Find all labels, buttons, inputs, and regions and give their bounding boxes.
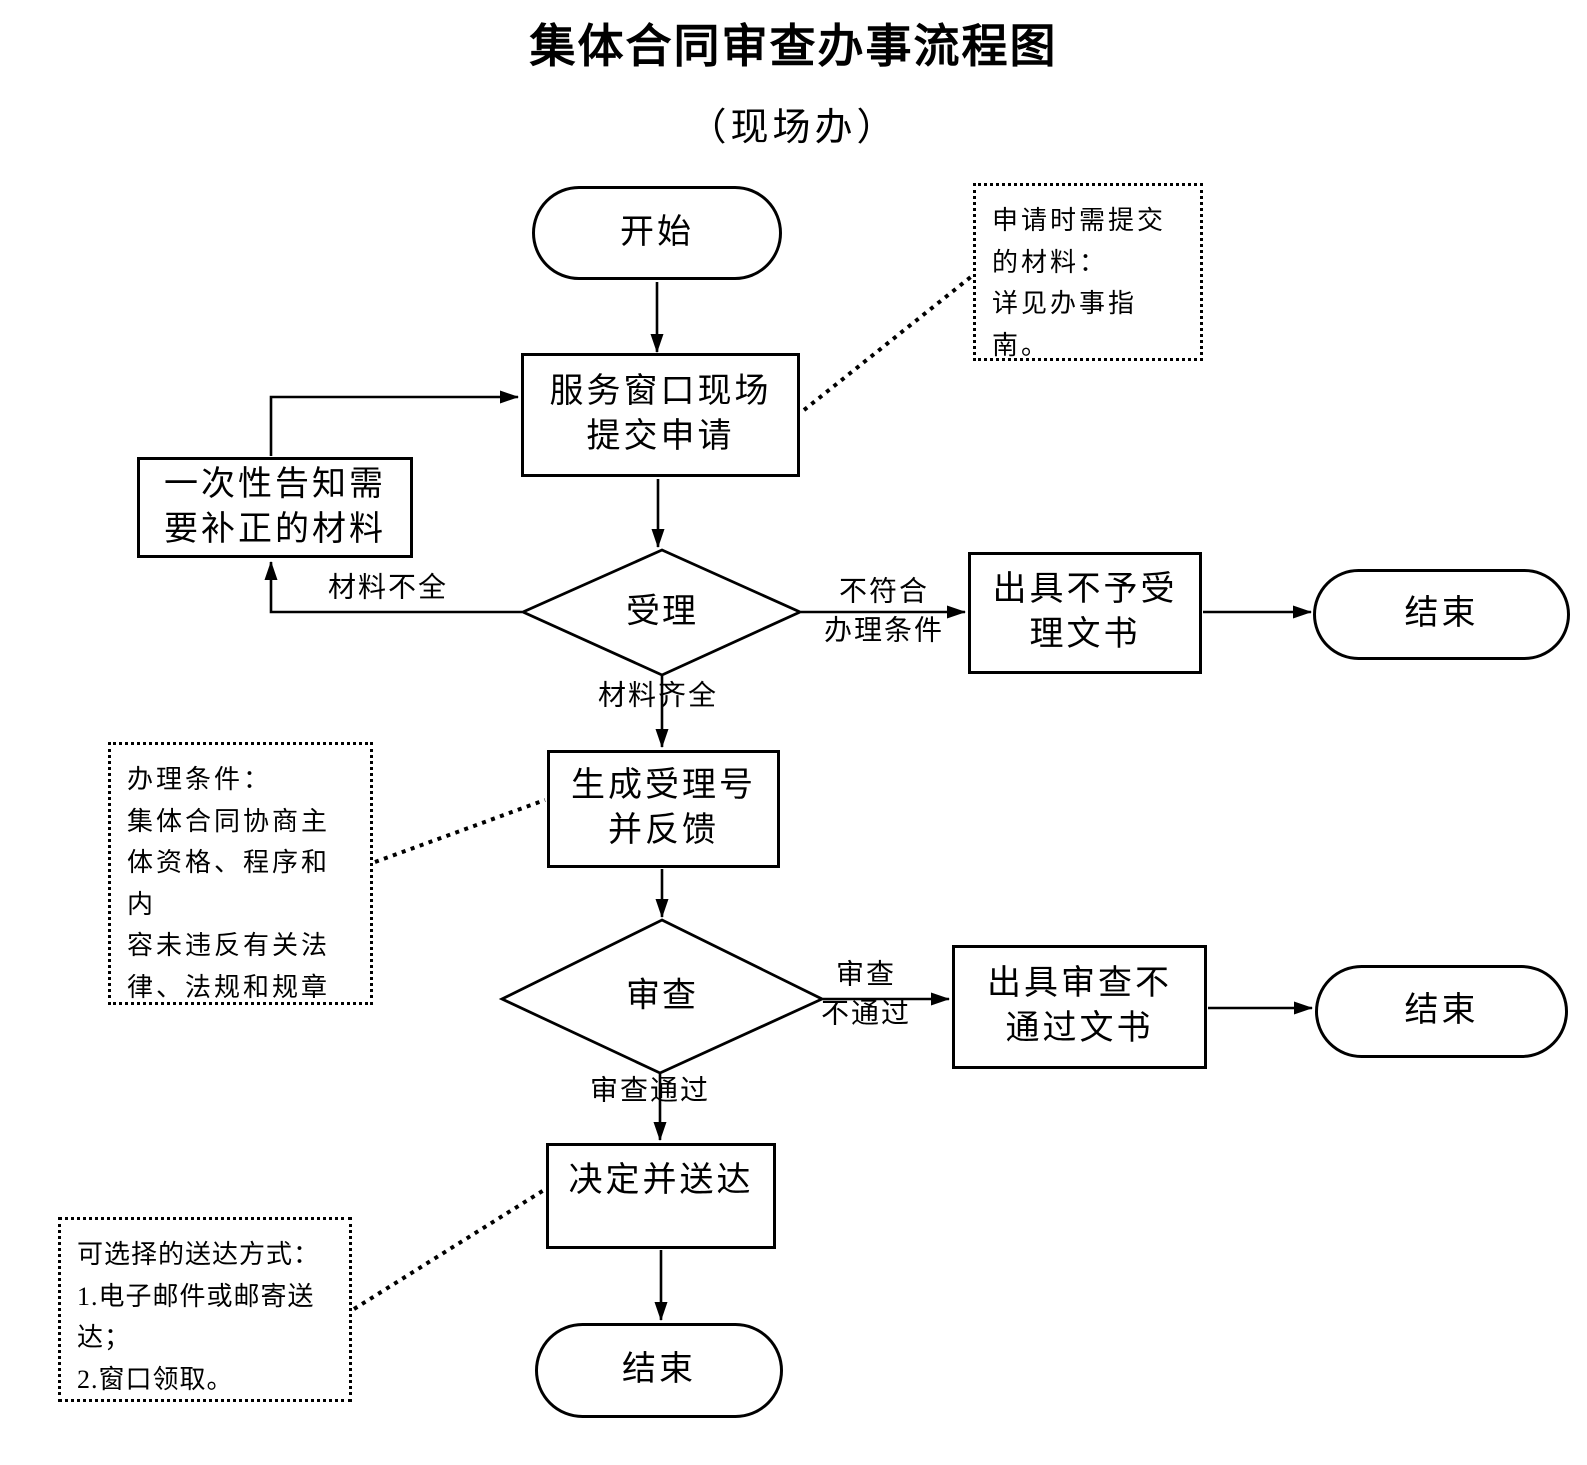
label-not-meet-conditions: 不符合 办理条件 — [823, 576, 945, 646]
review-fail-document-box: 出具审查不 通过文书 — [952, 945, 1207, 1069]
page-subtitle: （现场办） — [688, 107, 899, 149]
end-terminator-final: 结束 — [535, 1323, 783, 1418]
label-materials-incomplete: 材料不全 — [327, 572, 449, 604]
end-terminator-reject: 结束 — [1313, 569, 1570, 660]
dotted-connector-materials-note — [802, 274, 974, 412]
notify-supplement-box: 一次性告知需 要补正的材料 — [137, 457, 413, 558]
edge-supplement-to-submit — [269, 390, 519, 456]
accept-decision-label: 受理 — [626, 593, 698, 631]
decide-deliver-box: 决定并送达 — [546, 1143, 776, 1249]
label-review-fail: 审查 不通过 — [820, 959, 912, 1029]
accept-decision-diamond — [519, 548, 804, 677]
start-terminator: 开始 — [532, 186, 782, 280]
label-materials-complete: 材料齐全 — [597, 680, 719, 712]
page-title: 集体合同审查办事流程图 — [529, 21, 1058, 72]
label-review-pass: 审查通过 — [589, 1075, 711, 1107]
submit-application-box: 服务窗口现场 提交申请 — [521, 353, 800, 477]
note-delivery-options: 可选择的送达方式： 1.电子邮件或邮寄送 达； 2.窗口领取。 — [58, 1217, 352, 1402]
dotted-connector-delivery-note — [352, 1188, 546, 1311]
edge-accept-to-supplement — [264, 561, 522, 614]
review-decision-diamond — [498, 918, 826, 1075]
generate-number-box: 生成受理号 并反馈 — [547, 750, 780, 868]
note-handling-conditions: 办理条件： 集体合同协商主 体资格、程序和内 容未违反有关法 律、法规和规章 — [108, 742, 373, 1005]
reject-document-box: 出具不予受 理文书 — [968, 552, 1202, 674]
note-required-materials: 申请时需提交 的材料： 详见办事指南。 — [973, 183, 1203, 361]
dotted-connector-conditions-note — [374, 798, 546, 864]
review-decision-label: 审查 — [626, 977, 698, 1015]
end-terminator-review: 结束 — [1315, 965, 1568, 1058]
